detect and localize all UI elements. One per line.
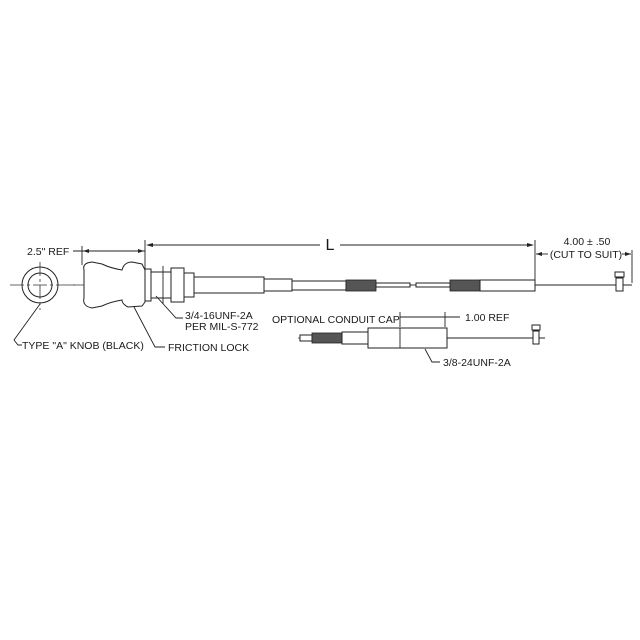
shaft: [193, 276, 265, 294]
dimension-cut-to-suit: 4.00 ± .50 (CUT TO SUIT): [536, 236, 633, 283]
thread-main-label: 3/4-16UNF-2A: [185, 310, 253, 322]
thread-spec-label: PER MIL-S-772: [185, 321, 259, 333]
braid-left: [345, 279, 377, 292]
length-label: L: [326, 237, 335, 254]
friction-lock: [150, 271, 172, 299]
knob-type-label: TYPE "A" KNOB (BLACK): [22, 340, 144, 352]
knob-ref-label: 2.5" REF: [27, 246, 69, 258]
clevis: [614, 271, 625, 292]
cap-ref-label: 1.00 REF: [465, 312, 509, 324]
dimension-l: L: [144, 237, 536, 280]
conduit-cap: [367, 327, 448, 349]
conduit-end: [479, 279, 536, 292]
friction-lock-label: FRICTION LOCK: [168, 342, 249, 354]
dimension-knob-ref: 2.5" REF: [27, 246, 145, 265]
knob-end-view: [10, 262, 75, 310]
optional-conduit-cap-detail: OPTIONAL CONDUIT CAP 1.00 REF 3/8-24UNF-…: [272, 312, 545, 369]
cap-thread-label: 3/8-24UNF-2A: [443, 357, 511, 369]
nut: [170, 267, 185, 303]
braid-right: [449, 279, 481, 292]
cut-to-suit-label: (CUT TO SUIT): [550, 249, 622, 261]
conduit: [291, 280, 347, 291]
tolerance-label: 4.00 ± .50: [564, 236, 611, 248]
optional-cap-label: OPTIONAL CONDUIT CAP: [272, 314, 400, 326]
knob: [83, 261, 146, 309]
